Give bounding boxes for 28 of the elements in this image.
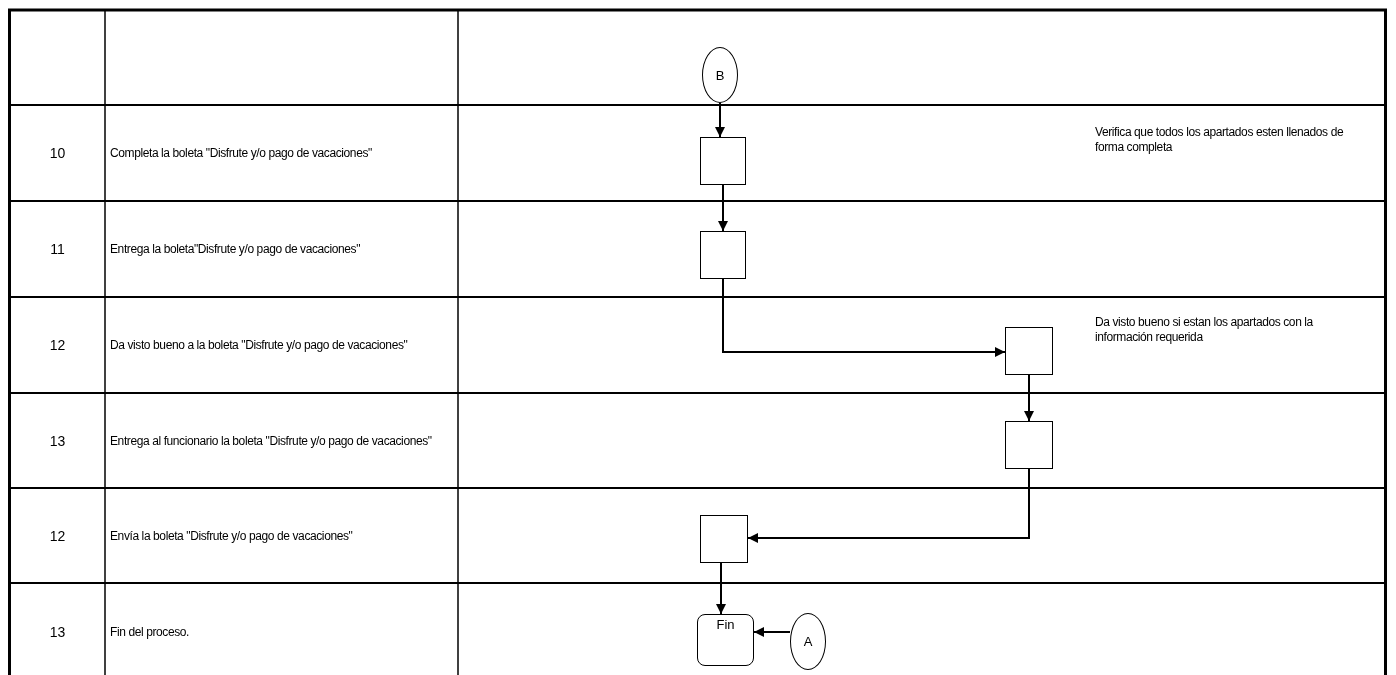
process-box [700,231,746,279]
process-box [700,137,746,185]
flow-arrow [753,627,791,637]
step-description: Envía la boleta "Disfrute y/o pago de vacaciones" [110,528,354,544]
process-box [1005,327,1053,375]
flow-arrow [716,562,726,615]
connector-circle: B [702,47,738,103]
process-box [1005,421,1053,469]
flow-arrow [1024,374,1034,422]
step-description: Entrega al funcionario la boleta "Disfrute y/o pago de vacaciones" [110,433,433,449]
note-text: Da visto bueno si estan los apartados con la información requerida [1095,315,1314,345]
step-description: Fin del proceso. [110,624,190,640]
connector-circle: A [790,613,826,670]
end-terminator: Fin [697,614,754,666]
step-description: Completa la boleta "Disfrute y/o pago de vacaciones" [110,145,373,161]
note-text: Verifica que todos los apartados esten llenados de forma completa [1095,125,1345,155]
step-number: 11 [49,241,66,257]
flow-arrow [718,184,728,232]
step-number: 12 [48,337,67,353]
step-number: 13 [48,624,67,640]
process-box [700,515,748,563]
step-number: 12 [48,528,67,544]
step-number: 13 [48,433,67,449]
flow-arrow [722,278,1006,357]
step-description: Entrega la boleta"Disfrute y/o pago de vacaciones" [110,241,362,257]
step-number: 10 [48,145,67,161]
step-description: Da visto bueno a la boleta "Disfrute y/o pago de vacaciones" [110,337,409,353]
flow-arrow [747,468,1030,543]
